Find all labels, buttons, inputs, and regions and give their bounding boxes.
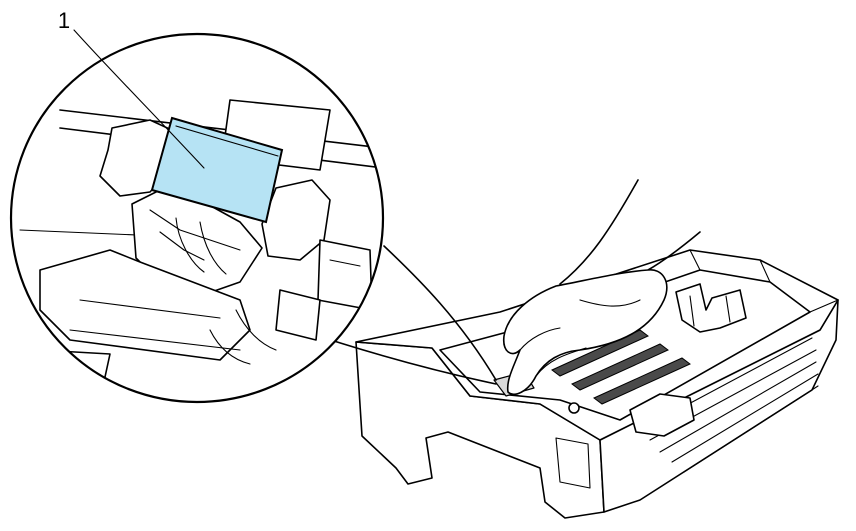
arm-outline (647, 231, 701, 271)
separation-pad-highlight (150, 116, 284, 224)
callout-number: 1 (58, 8, 70, 33)
hand-with-cloth (502, 179, 701, 396)
tray-guide-slot (571, 343, 669, 391)
cloth (502, 269, 668, 396)
callout-1: 1 (58, 8, 205, 169)
zoom-detail-circle (9, 32, 385, 404)
zoom-circle-border (9, 32, 385, 404)
tray-length-guide (629, 393, 695, 437)
callout-leader-line (73, 29, 205, 169)
arm-outline (559, 179, 639, 285)
tray-screw (568, 402, 580, 414)
tray-guide-slot (593, 357, 691, 405)
